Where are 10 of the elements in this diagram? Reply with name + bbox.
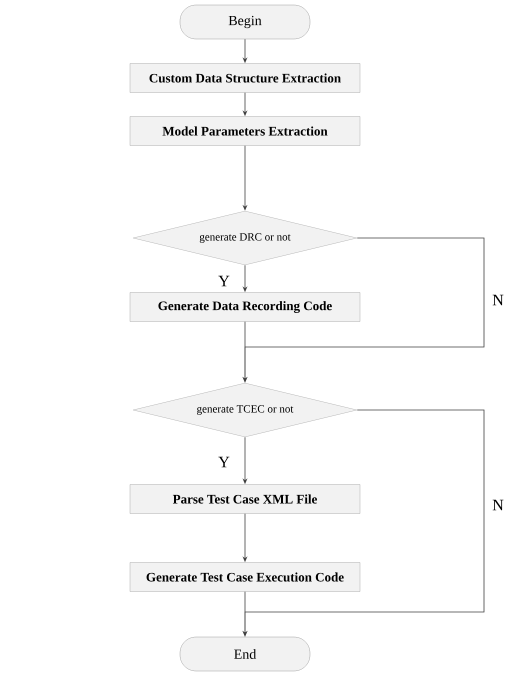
edge-label: Y — [218, 276, 230, 286]
process-box: Custom Data Structure Extraction — [130, 63, 360, 93]
edge-label: Y — [218, 456, 230, 468]
start-end-oval: End — [180, 636, 310, 672]
process-box: Parse Test Case XML File — [130, 484, 360, 514]
process-box: Generate Test Case Execution Code — [130, 562, 360, 592]
process-box: Generate Data Recording Code — [130, 292, 360, 322]
edge-label: N — [492, 294, 504, 306]
process-box: Model Parameters Extraction — [130, 116, 360, 146]
edge-label: N — [492, 500, 504, 510]
